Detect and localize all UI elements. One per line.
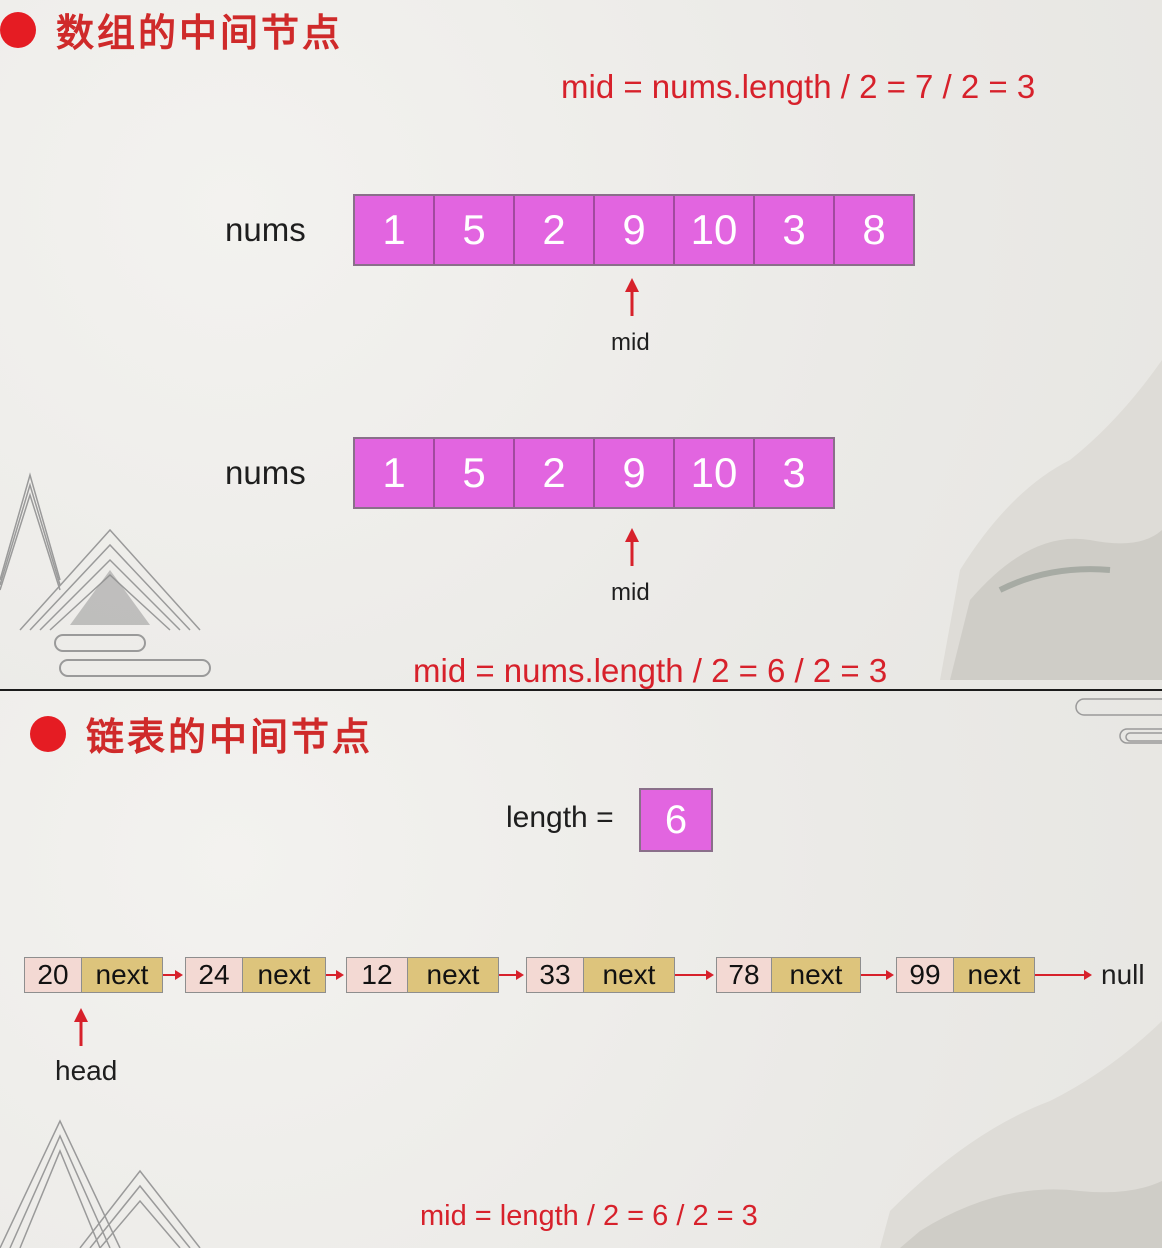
array-cell: 3 (755, 196, 835, 264)
node-value: 24 (186, 958, 243, 992)
array-cell: 1 (355, 196, 435, 264)
array2-label: nums (225, 454, 306, 491)
node-next-pointer: next (408, 958, 498, 992)
title-text: 链表的中间节点 (86, 714, 374, 759)
link-arrowhead-icon (175, 970, 183, 980)
head-arrow-icon (74, 1008, 88, 1046)
array2-mid-label: mid (611, 579, 650, 606)
array-cell: 2 (515, 439, 595, 507)
link-arrowhead-icon (706, 970, 714, 980)
link-arrowhead-icon (1084, 970, 1092, 980)
array1-label: nums (225, 211, 306, 248)
mid-arrow-icon (625, 528, 639, 566)
link-arrowhead-icon (516, 970, 524, 980)
node-next-pointer: next (954, 958, 1034, 992)
array-cell: 2 (515, 196, 595, 264)
node-next-pointer: next (82, 958, 162, 992)
node-value: 12 (347, 958, 408, 992)
mid-arrow-icon (625, 278, 639, 316)
node-next-pointer: next (243, 958, 325, 992)
array-cell: 10 (675, 439, 755, 507)
null-label: null (1101, 959, 1145, 990)
cloud-decoration (1075, 698, 1162, 744)
node-value: 99 (897, 958, 954, 992)
array-cell: 9 (595, 439, 675, 507)
hill-decoration-right (940, 360, 1162, 680)
section-title: 链表的中间节点 (30, 706, 373, 761)
array-cell: 1 (355, 439, 435, 507)
bullet-dot-icon (0, 11, 36, 48)
length-label: length = (506, 801, 614, 834)
node-value: 33 (527, 958, 584, 992)
link-arrowhead-icon (336, 970, 344, 980)
node-value: 20 (25, 958, 82, 992)
title-text: 数组的中间节点 (56, 10, 344, 55)
node-next-pointer: next (584, 958, 674, 992)
hill-decoration-right (880, 1021, 1162, 1248)
mountain-decoration-left (0, 472, 211, 677)
array-middle-slide: 数组的中间节点 mid = nums.length / 2 = 7 / 2 = … (0, 0, 1162, 690)
mountain-decoration-left (0, 1119, 201, 1248)
slide-divider (0, 689, 1162, 691)
node-links (163, 970, 1092, 980)
array-cell: 5 (435, 196, 515, 264)
array-cell: 9 (595, 196, 675, 264)
length-value-box: 6 (639, 788, 713, 852)
array-cell: 5 (435, 439, 515, 507)
node-value: 78 (717, 958, 772, 992)
head-label: head (55, 1055, 118, 1086)
array-cell: 10 (675, 196, 755, 264)
formula-linked: mid = length / 2 = 6 / 2 = 3 (420, 1200, 758, 1232)
array-cell: 8 (862, 206, 886, 253)
node-next-pointer: next (772, 958, 860, 992)
array1-mid-label: mid (611, 329, 650, 356)
array-cell: 3 (782, 449, 806, 496)
bullet-dot-icon (30, 715, 66, 752)
formula-top: mid = nums.length / 2 = 7 / 2 = 3 (561, 68, 1036, 105)
formula-bottom: mid = nums.length / 2 = 6 / 2 = 3 (413, 652, 888, 689)
link-arrowhead-icon (886, 970, 894, 980)
section-title: 数组的中间节点 (0, 2, 343, 57)
